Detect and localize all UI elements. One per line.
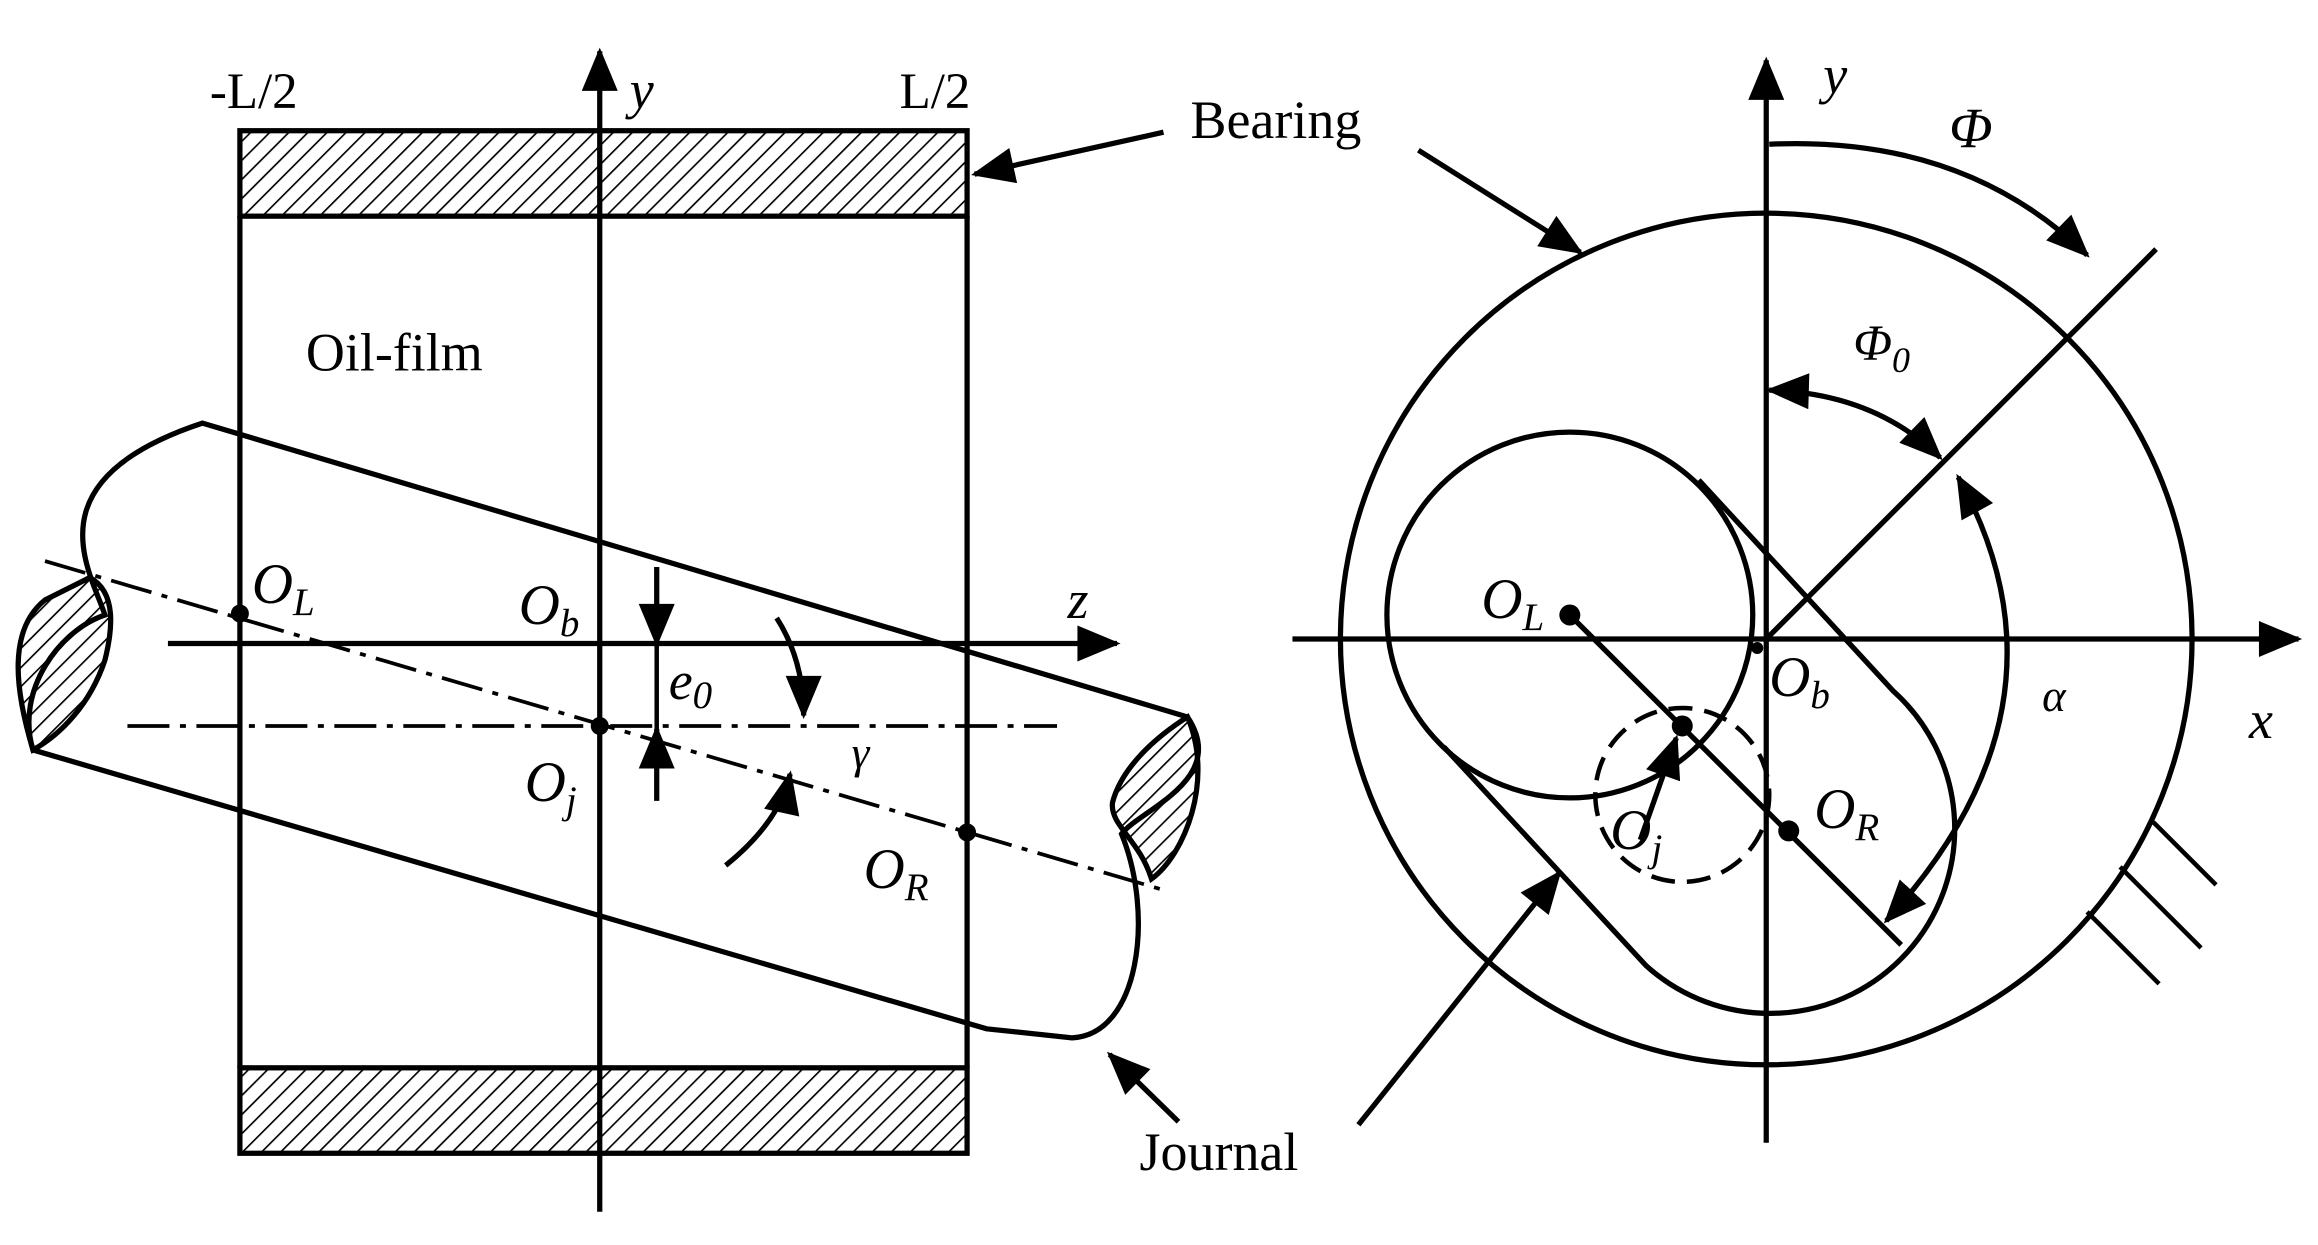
label-Ob-right: Ob	[1769, 646, 1830, 717]
label-plus-L-half: L/2	[900, 64, 971, 120]
journal-pointer-left	[1106, 1051, 1181, 1124]
label-right-x: x	[2248, 690, 2273, 750]
point-Oj-right	[1671, 715, 1693, 737]
journal-left-circle	[1384, 429, 1756, 801]
point-Ob-right	[1751, 641, 1764, 654]
point-OL-right	[1559, 604, 1581, 626]
gamma-arc-lower	[724, 770, 800, 868]
label-oil-film: Oil-film	[306, 323, 483, 383]
callouts: Bearing Journal	[971, 90, 1584, 1182]
label-OR-left: OR	[864, 838, 929, 909]
load-hatch-1	[2151, 820, 2218, 887]
journal-right-end-hatch	[1109, 713, 1201, 884]
label-Oj-left: Oj	[525, 751, 577, 822]
gamma-arc-upper	[774, 616, 822, 720]
bearing-top-block	[237, 128, 970, 219]
phi-direction-line	[1764, 247, 2158, 641]
label-gamma: γ	[852, 728, 871, 778]
journal-left-end-hatch	[15, 574, 114, 754]
point-OR-left	[958, 823, 977, 842]
label-Phi: Φ	[1949, 97, 1992, 160]
phi0-arc	[1765, 373, 1943, 461]
label-right-y: y	[1818, 45, 1847, 105]
label-journal: Journal	[1140, 1122, 1299, 1182]
journal-shaft-outline	[26, 420, 1202, 1041]
label-OL-right: OL	[1481, 568, 1544, 639]
bearing-pointer-right	[1416, 147, 1584, 255]
label-OR-right: OR	[1814, 778, 1879, 849]
label-left-y: y	[625, 60, 654, 120]
label-bearing: Bearing	[1190, 90, 1361, 150]
label-alpha: α	[2042, 671, 2067, 721]
bearing-bottom-block	[237, 1065, 970, 1156]
label-OL-left: OL	[252, 553, 315, 624]
alpha-arc	[1883, 473, 2010, 924]
label-left-z: z	[1067, 570, 1089, 630]
point-Oj-left	[590, 716, 609, 735]
journal-pointer-right	[1356, 870, 1562, 1127]
line-OL-OR	[1567, 613, 1904, 947]
right-view: y x Φ Φ0 α OL Ob Oj OR	[1292, 45, 2303, 1143]
left-view: -L/2 L/2 y z Oil-film OL Ob Oj OR e0 γ	[15, 47, 1202, 1212]
point-OL-left	[230, 604, 249, 623]
load-hatch-3	[2085, 910, 2161, 986]
label-minus-L-half: -L/2	[210, 64, 298, 120]
load-hatch-2	[2118, 865, 2203, 950]
phi-arc	[1769, 140, 2090, 258]
label-Oj-right: Oj	[1610, 799, 1662, 870]
label-Phi0: Φ0	[1853, 316, 1910, 380]
bearing-pointer-left	[971, 129, 1165, 184]
label-e0: e0	[669, 651, 712, 717]
point-OR-right	[1778, 820, 1800, 842]
label-Ob-left: Ob	[519, 574, 580, 645]
oj-pointer-arrow	[1637, 734, 1681, 841]
